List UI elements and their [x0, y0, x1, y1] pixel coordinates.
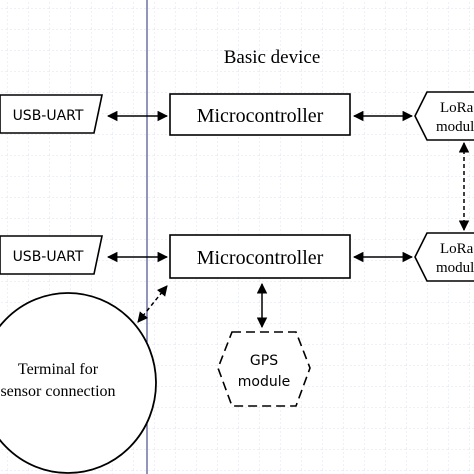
gps-label-line1: GPS	[250, 353, 278, 369]
link-terminal-mcu	[137, 285, 168, 323]
terminal-label-line1: Terminal for	[18, 361, 99, 378]
usb-uart-bottom-label: USB-UART	[13, 249, 84, 265]
usb-uart-top-label: USB-UART	[13, 108, 84, 124]
lora-bottom-label-line2: module	[436, 260, 474, 276]
terminal-label-line2: sensor connection	[0, 383, 115, 400]
gps-label-line2: module	[238, 374, 290, 390]
lora-top-node	[414, 91, 474, 141]
lora-bottom-node	[414, 232, 474, 282]
diagram-title: Basic device	[224, 47, 321, 68]
lora-bottom-label-line1: LoRa	[440, 241, 474, 257]
lora-top-label-line2: module	[436, 119, 474, 135]
terminal-node	[0, 292, 157, 474]
usb-uart-bottom-node	[0, 235, 103, 275]
lora-top-label-line1: LoRa	[440, 100, 474, 116]
microcontroller-top-node	[169, 93, 351, 136]
microcontroller-bottom-label: Microcontroller	[197, 247, 324, 269]
usb-uart-top-node	[0, 94, 103, 134]
microcontroller-top-label: Microcontroller	[197, 105, 324, 127]
gps-module-node	[217, 331, 311, 407]
microcontroller-bottom-node	[169, 234, 351, 279]
